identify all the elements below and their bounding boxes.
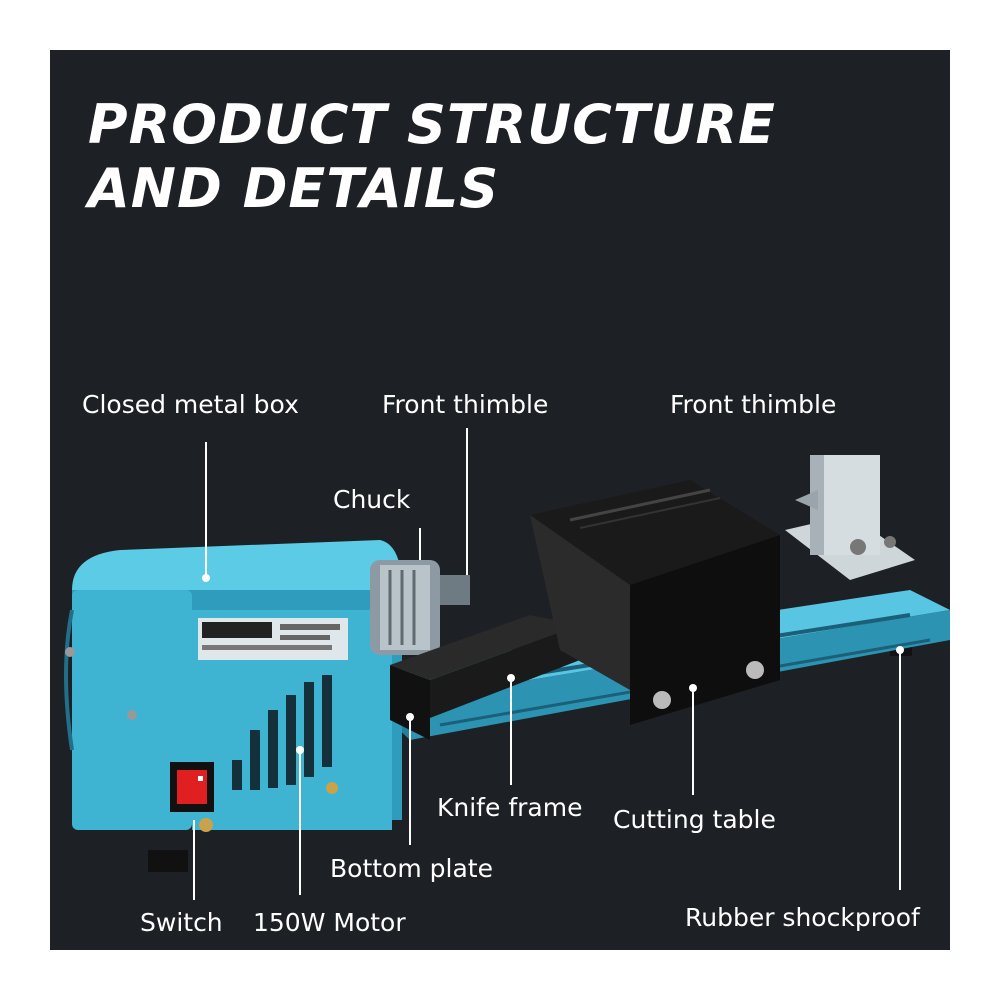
label-front-thimble-right: Front thimble (670, 390, 837, 419)
label-motor: 150W Motor (253, 908, 406, 937)
cutting-table (530, 480, 780, 725)
label-front-thimble-left: Front thimble (382, 390, 549, 419)
callout-dots (202, 574, 904, 754)
motor-housing (64, 540, 402, 832)
knife-frame (390, 615, 580, 740)
title-line-1: PRODUCT STRUCTURE (88, 93, 776, 156)
title-line-2: AND DETAILS (88, 157, 500, 220)
mini-lathe-illustration (64, 428, 950, 900)
label-closed-metal-box: Closed metal box (82, 390, 299, 419)
callout-lines (193, 428, 901, 900)
tailstock (785, 455, 915, 580)
rubber-foot (148, 850, 188, 872)
label-rubber-shockproof: Rubber shockproof (685, 903, 920, 932)
product-structure-panel: PRODUCT STRUCTURE AND DETAILS Closed met… (50, 50, 950, 950)
label-knife-frame: Knife frame (437, 793, 583, 822)
power-switch (170, 762, 214, 812)
label-bottom-plate: Bottom plate (330, 854, 493, 883)
label-chuck: Chuck (333, 485, 411, 514)
label-cutting-table: Cutting table (613, 805, 776, 834)
label-switch: Switch (140, 908, 223, 937)
chuck (370, 560, 470, 655)
